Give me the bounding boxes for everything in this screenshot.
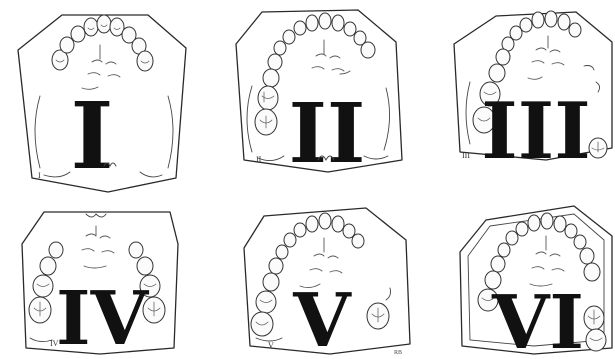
- class-numeral: II: [289, 86, 366, 182]
- class-numeral: III: [481, 86, 590, 177]
- class-numeral: VI: [491, 280, 584, 359]
- class-numeral: IV: [56, 276, 150, 359]
- cast-class-4: IV IV: [22, 212, 178, 359]
- cast-class-6: VI: [460, 206, 612, 359]
- cast-class-5: V V RB: [244, 208, 410, 359]
- cast-class-1: I I: [18, 15, 186, 192]
- class-small-label: III: [462, 151, 470, 160]
- class-numeral: V: [292, 278, 352, 359]
- class-small-label: I: [38, 171, 41, 180]
- cast-class-3: III III: [454, 11, 612, 177]
- cast-class-2: II II: [236, 10, 402, 182]
- signature: RB: [394, 350, 402, 356]
- class-small-label: II: [256, 155, 262, 164]
- class-small-label: IV: [50, 339, 59, 348]
- class-numeral: I: [70, 82, 113, 190]
- class-small-label: V: [268, 341, 274, 350]
